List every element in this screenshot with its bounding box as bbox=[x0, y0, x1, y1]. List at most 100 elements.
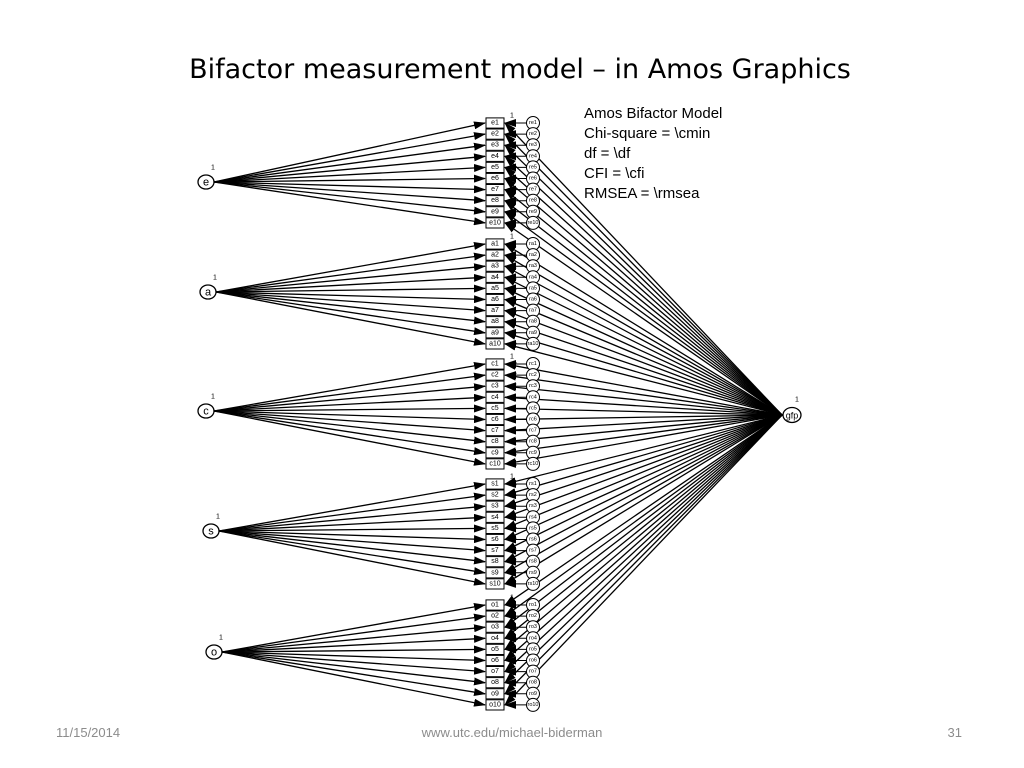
loading-path-e-e6 bbox=[213, 174, 486, 183]
loading-path-o-o3 bbox=[221, 624, 486, 653]
gfp-loading-path-o1 bbox=[504, 414, 783, 606]
loading-path-e-e4 bbox=[213, 153, 486, 183]
loading-path-s-s1 bbox=[218, 481, 486, 532]
loading-path-o-o4 bbox=[221, 634, 486, 653]
loading-path-a-a4 bbox=[215, 273, 486, 293]
observed-variable-e4 bbox=[485, 150, 505, 162]
gfp-loading-path-e10 bbox=[504, 222, 783, 416]
residual-label-ro9: ro9 bbox=[529, 691, 537, 697]
residual-constraint-label-e: 1 bbox=[510, 113, 514, 120]
variance-constraint-c: 1 bbox=[211, 394, 215, 401]
residual-label-re7: re7 bbox=[529, 187, 537, 193]
observed-variable-o4 bbox=[485, 632, 505, 644]
gfp-loading-path-c4 bbox=[504, 394, 783, 416]
observed-variable-label-o3: o3 bbox=[491, 624, 499, 631]
observed-variable-label-s3: s3 bbox=[491, 503, 499, 510]
residual-label-ra7: ra7 bbox=[529, 308, 537, 314]
observed-variable-e6 bbox=[485, 172, 505, 185]
residual-ra10 bbox=[526, 336, 540, 351]
loading-path-o-o7 bbox=[221, 651, 486, 675]
residual-label-rs9: rs9 bbox=[529, 570, 537, 576]
observed-variable-label-c6: c6 bbox=[491, 416, 499, 423]
residual-label-rc7: rc7 bbox=[529, 428, 537, 434]
observed-variable-label-s2: s2 bbox=[491, 492, 499, 499]
gfp-loading-path-s8 bbox=[504, 414, 783, 563]
observed-variable-label-a1: a1 bbox=[491, 241, 499, 248]
gfp-loading-path-o3 bbox=[504, 414, 783, 628]
latent-factor-o bbox=[205, 644, 223, 660]
gfp-loading-path-e2 bbox=[504, 133, 783, 416]
loading-path-c-c10 bbox=[213, 410, 486, 466]
residual-label-rs2: rs2 bbox=[529, 492, 537, 498]
observed-variable-o1 bbox=[485, 599, 505, 611]
fit-line-chi-square: Chi-square = \cmin bbox=[584, 125, 711, 142]
observed-variable-o5 bbox=[485, 643, 505, 655]
gfp-loading-path-e8 bbox=[504, 200, 783, 416]
residual-label-ra3: ra3 bbox=[529, 263, 537, 269]
residual-label-rc9: rc9 bbox=[529, 450, 537, 456]
observed-variable-s2 bbox=[485, 489, 505, 501]
observed-variable-a8 bbox=[485, 316, 505, 328]
residual-label-rs3: rs3 bbox=[529, 503, 537, 509]
observed-variable-a10 bbox=[485, 338, 505, 350]
residual-label-rc3: rc3 bbox=[529, 383, 537, 389]
residual-ro10 bbox=[526, 697, 540, 712]
loading-path-s-s6 bbox=[218, 530, 486, 544]
loading-path-s-s2 bbox=[218, 492, 486, 532]
residual-label-re1: re1 bbox=[529, 120, 537, 126]
loading-path-s-s7 bbox=[218, 530, 486, 554]
latent-factor-e bbox=[197, 174, 215, 190]
observed-variable-s7 bbox=[485, 545, 505, 557]
gfp-loading-path-o5 bbox=[504, 414, 783, 651]
gfp-loading-path-e5 bbox=[504, 166, 783, 416]
observed-variable-o8 bbox=[485, 677, 505, 689]
residual-constraint-label-c: 1 bbox=[510, 354, 514, 361]
residual-label-re6: re6 bbox=[529, 176, 537, 182]
observed-variable-label-e3: e3 bbox=[491, 142, 499, 149]
residual-label-ra10: ra10 bbox=[527, 341, 538, 347]
observed-variable-label-e7: e7 bbox=[491, 186, 499, 193]
gfp-loading-path-s1 bbox=[504, 414, 783, 486]
loading-path-s-s8 bbox=[218, 530, 486, 565]
observed-variable-label-e1: e1 bbox=[491, 120, 499, 127]
observed-variable-label-a2: a2 bbox=[491, 252, 499, 259]
gfp-loading-path-o10 bbox=[504, 414, 783, 706]
observed-variable-label-s7: s7 bbox=[491, 547, 499, 554]
observed-variable-a6 bbox=[485, 293, 505, 306]
gfp-loading-path-c8 bbox=[504, 414, 783, 445]
latent-factor-s bbox=[202, 523, 220, 539]
loading-path-a-a1 bbox=[215, 241, 486, 293]
residual-label-ra1: ra1 bbox=[529, 241, 537, 247]
fit-line-rmsea: RMSEA = \rmsea bbox=[584, 185, 700, 202]
observed-variable-label-a7: a7 bbox=[491, 307, 499, 314]
observed-variable-label-a6: a6 bbox=[491, 296, 499, 303]
loading-path-c-c4 bbox=[213, 393, 486, 412]
loading-path-a-a3 bbox=[215, 263, 486, 293]
paths-layer bbox=[213, 119, 783, 709]
loading-path-o-o2 bbox=[221, 613, 486, 653]
latent-factor-label-a: a bbox=[205, 287, 212, 299]
gfp-loading-path-o7 bbox=[504, 414, 783, 673]
residual-label-ro6: ro6 bbox=[529, 658, 537, 664]
footer-date: 11/15/2014 bbox=[56, 725, 121, 740]
loading-path-e-e9 bbox=[213, 181, 486, 215]
loading-path-a-a7 bbox=[215, 291, 486, 314]
residual-label-ro2: ro2 bbox=[529, 613, 537, 619]
footer-url: www.utc.edu/michael-biderman bbox=[421, 725, 603, 740]
latent-factor-label-o: o bbox=[211, 647, 217, 659]
residual-label-rs6: rs6 bbox=[529, 537, 537, 543]
gfp-loading-path-e9 bbox=[504, 211, 783, 416]
gfp-loading-path-a7 bbox=[504, 309, 783, 416]
loading-path-c-c7 bbox=[213, 410, 486, 434]
footer-page-number: 31 bbox=[947, 725, 962, 740]
observed-variable-label-e4: e4 bbox=[491, 153, 499, 160]
loading-path-e-e1 bbox=[213, 121, 486, 183]
observed-variable-e5 bbox=[485, 161, 505, 174]
observed-variable-o10 bbox=[485, 699, 505, 711]
residual-label-rs7: rs7 bbox=[529, 548, 537, 554]
loading-path-o-o8 bbox=[221, 651, 486, 686]
gfp-loading-path-c5 bbox=[504, 404, 783, 416]
observed-variable-a7 bbox=[485, 305, 505, 317]
observed-variable-e9 bbox=[485, 206, 505, 218]
